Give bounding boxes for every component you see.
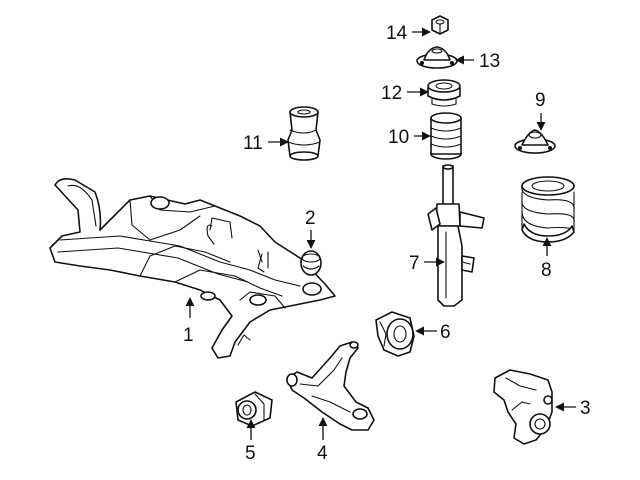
- callout-9: 9: [535, 90, 546, 111]
- callout-2: 2: [305, 208, 316, 229]
- callout-8: 8: [541, 260, 552, 281]
- lower-control-arm-part: [286, 341, 375, 431]
- callout-11: 11: [243, 133, 263, 154]
- callout-12: 12: [381, 83, 402, 104]
- subframe-part: [49, 178, 336, 359]
- callout-14: 14: [386, 23, 408, 44]
- spring-seat-9-part: [514, 129, 556, 154]
- callout-13: 13: [479, 51, 500, 72]
- steering-knuckle-part: [493, 369, 553, 445]
- bump-stop-part: [287, 106, 321, 161]
- callout-7: 7: [409, 253, 420, 274]
- callout-10: 10: [388, 127, 409, 148]
- callout-5: 5: [245, 443, 256, 464]
- bushing-5-part: [235, 391, 273, 427]
- callout-3: 3: [580, 398, 591, 419]
- strut-part: [427, 164, 485, 307]
- dust-boot-part: [430, 112, 462, 160]
- coil-spring-part: [521, 176, 575, 243]
- upper-spring-seat-part: [427, 79, 461, 107]
- nut-part: [431, 15, 449, 35]
- callout-4: 4: [317, 443, 328, 464]
- callout-6: 6: [440, 322, 451, 343]
- callout-1: 1: [183, 325, 194, 346]
- callout-labels: 1 2 3 4 5 6 7 8 9 10 11 12 13 14: [183, 23, 591, 464]
- bushing-bracket-6-part: [375, 311, 415, 357]
- strut-mount-part: [416, 46, 458, 69]
- bushing-2-part: [300, 250, 322, 276]
- leader-lines: [185, 27, 576, 440]
